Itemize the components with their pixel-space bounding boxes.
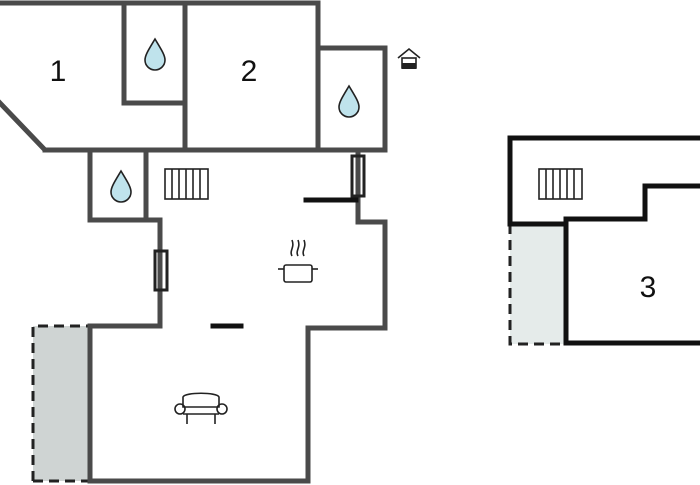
radiator-icon bbox=[538, 168, 583, 200]
main-building-walls bbox=[0, 0, 388, 484]
cooking-pot-icon bbox=[278, 239, 318, 283]
building-3-walls bbox=[507, 135, 700, 346]
radiator-icon bbox=[164, 168, 209, 200]
water-drop-icon bbox=[338, 84, 360, 118]
door-markers bbox=[153, 154, 366, 329]
water-drop-icon bbox=[144, 37, 166, 71]
terrace-left bbox=[31, 324, 90, 483]
terrace-right bbox=[508, 224, 567, 346]
room-label-3: 3 bbox=[640, 271, 657, 304]
room-label-2: 2 bbox=[241, 55, 258, 88]
room-label-1: 1 bbox=[50, 55, 67, 88]
sofa-icon bbox=[174, 392, 228, 424]
entrance-icon bbox=[397, 47, 421, 69]
water-drop-icon bbox=[110, 169, 132, 203]
